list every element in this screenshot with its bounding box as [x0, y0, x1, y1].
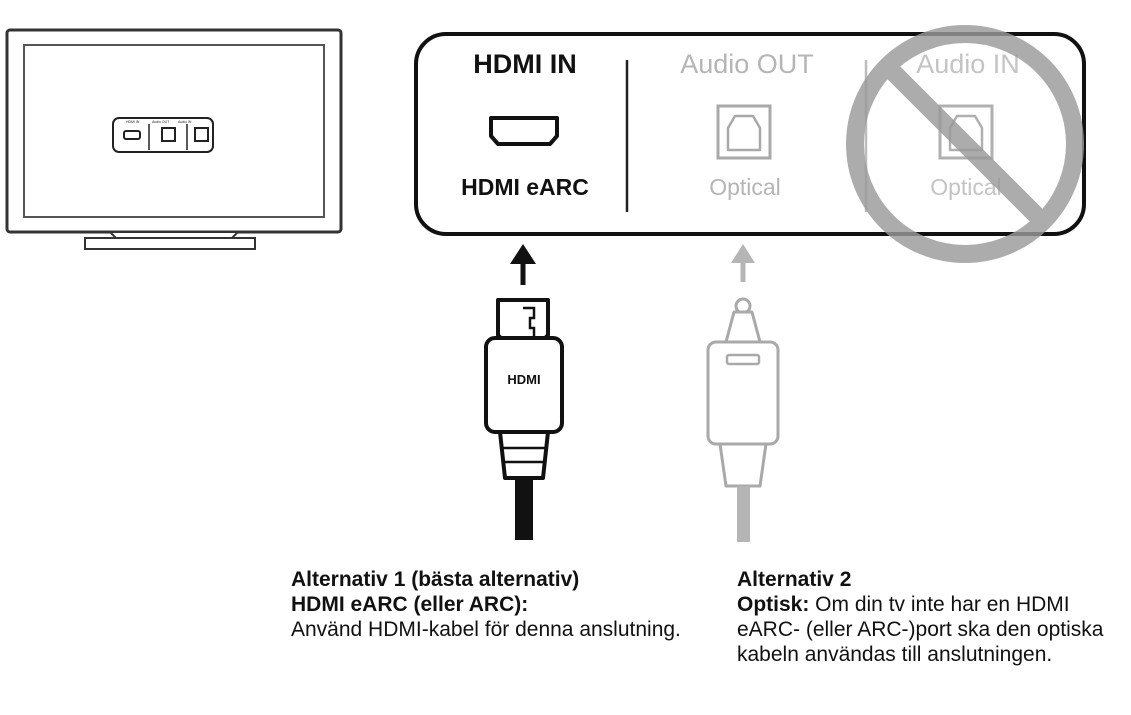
optical-in-port-inner-icon: [948, 114, 984, 152]
port-panel: HDMI IN HDMI eARC Audio OUT Optical Audi…: [414, 25, 1086, 263]
tv-mini-label-audio-in: Audio IN: [178, 120, 192, 124]
prohibited-icon: [846, 25, 1084, 263]
option-1-body: Använd HDMI-kabel för denna anslutning.: [291, 618, 681, 641]
option-2-lead: Optisk:: [737, 593, 810, 616]
tv-mini-hdmi-port-icon: [123, 130, 141, 140]
optical-plug-body: [706, 340, 780, 446]
tv-stand-base: [84, 237, 256, 250]
hdmi-cable-wire: [515, 478, 533, 540]
tv-mini-optical-out-icon: [161, 127, 176, 142]
option-1-title: Alternativ 1 (bästa alternativ): [291, 568, 580, 591]
tv-mini-label-audio-out: Audio OUT: [152, 120, 170, 124]
tv-mini-optical-in-icon: [194, 127, 209, 142]
option-1-subtitle: HDMI eARC (eller ARC):: [291, 593, 529, 616]
port-heading-hdmi-in: HDMI IN: [473, 49, 577, 79]
caption-option-2: Alternativ 2 Optisk: Om din tv inte har …: [737, 567, 1127, 667]
tv-mini-port-panel: HDMI IN Audio OUT Audio IN: [112, 117, 214, 153]
port-label-hdmi-earc: HDMI eARC: [461, 174, 589, 200]
hdmi-strain-relief: [498, 430, 550, 480]
hdmi-plug-tip-detail: [523, 306, 536, 337]
port-section-audio-out: Audio OUT Optical: [680, 49, 814, 200]
hdmi-port-icon: [489, 116, 559, 146]
port-section-audio-in: Audio IN Optical: [916, 49, 1020, 200]
prohibited-slash: [881, 60, 1050, 229]
option-2-body: Om din tv inte har en HDMI eARC- (eller …: [737, 593, 1104, 666]
option-2-title: Alternativ 2: [737, 568, 852, 591]
optical-cable-wire: [737, 486, 750, 542]
port-section-hdmi-in: HDMI IN HDMI eARC: [461, 49, 589, 200]
port-heading-audio-in: Audio IN: [916, 49, 1020, 79]
port-label-optical-out: Optical: [709, 174, 781, 200]
optical-out-port-inner-icon: [726, 114, 762, 152]
tv-mini-label-hdmi-in: HDMI IN: [126, 120, 140, 124]
optical-plug-grip: [725, 353, 761, 366]
hdmi-plug-label: HDMI: [507, 372, 540, 387]
optical-cable: [706, 244, 780, 542]
tv-illustration: HDMI IN Audio OUT Audio IN: [5, 28, 343, 250]
caption-option-1: Alternativ 1 (bästa alternativ) HDMI eAR…: [291, 567, 691, 642]
hdmi-arrow-head-icon: [510, 244, 536, 264]
hdmi-cable: HDMI: [484, 244, 564, 540]
port-heading-audio-out: Audio OUT: [680, 49, 814, 79]
prohibited-circle: [846, 25, 1084, 263]
optical-arrow-head-icon: [731, 244, 755, 263]
optical-strain-relief: [718, 442, 768, 488]
optical-plug-neck: [724, 310, 762, 344]
